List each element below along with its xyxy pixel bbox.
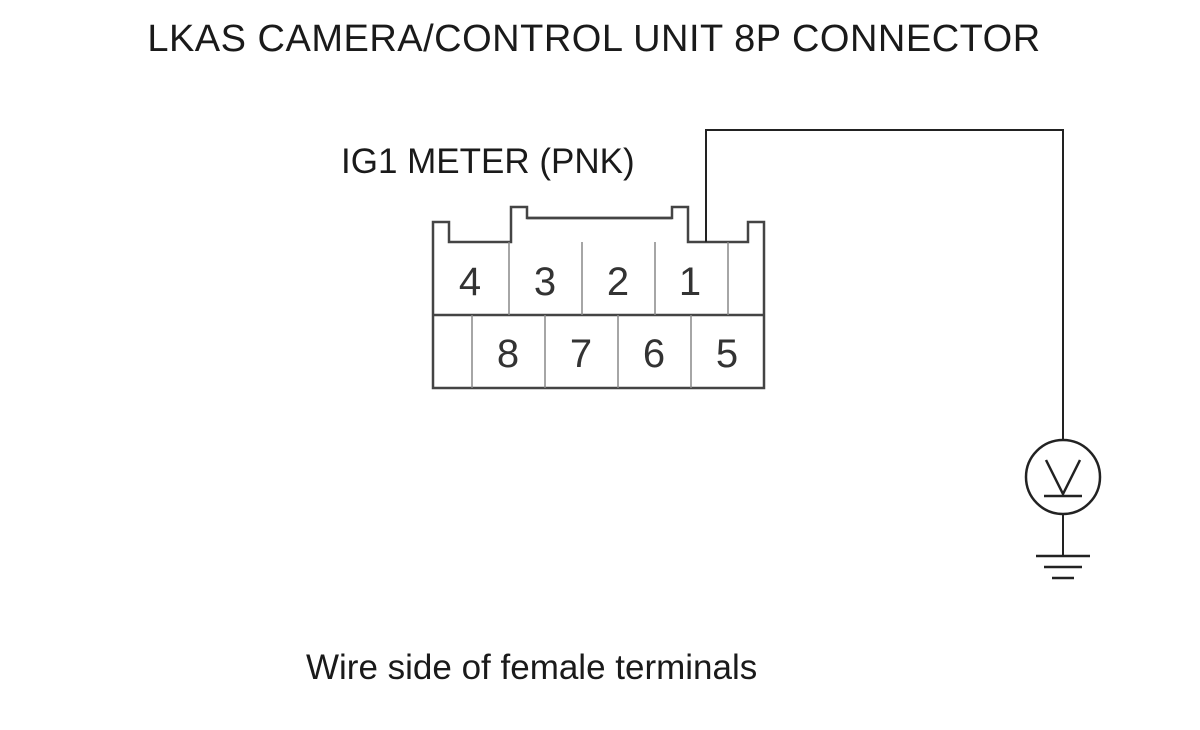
ground-icon [1036, 554, 1090, 580]
footer-caption: Wire side of female terminals [306, 648, 758, 687]
pin-7: 7 [570, 332, 592, 376]
diagram-title: LKAS CAMERA/CONTROL UNIT 8P CONNECTOR [147, 18, 1041, 60]
probe-wire [705, 129, 1064, 441]
connector-outline [431, 205, 766, 390]
pin-4: 4 [459, 260, 481, 304]
pin-1: 1 [679, 260, 701, 304]
pin-8: 8 [497, 332, 519, 376]
pin-2: 2 [607, 260, 629, 304]
pin-6: 6 [643, 332, 665, 376]
pin-5: 5 [716, 332, 738, 376]
pin-3: 3 [534, 260, 556, 304]
voltmeter-icon [1024, 438, 1102, 516]
wire-label: IG1 METER (PNK) [341, 142, 635, 181]
